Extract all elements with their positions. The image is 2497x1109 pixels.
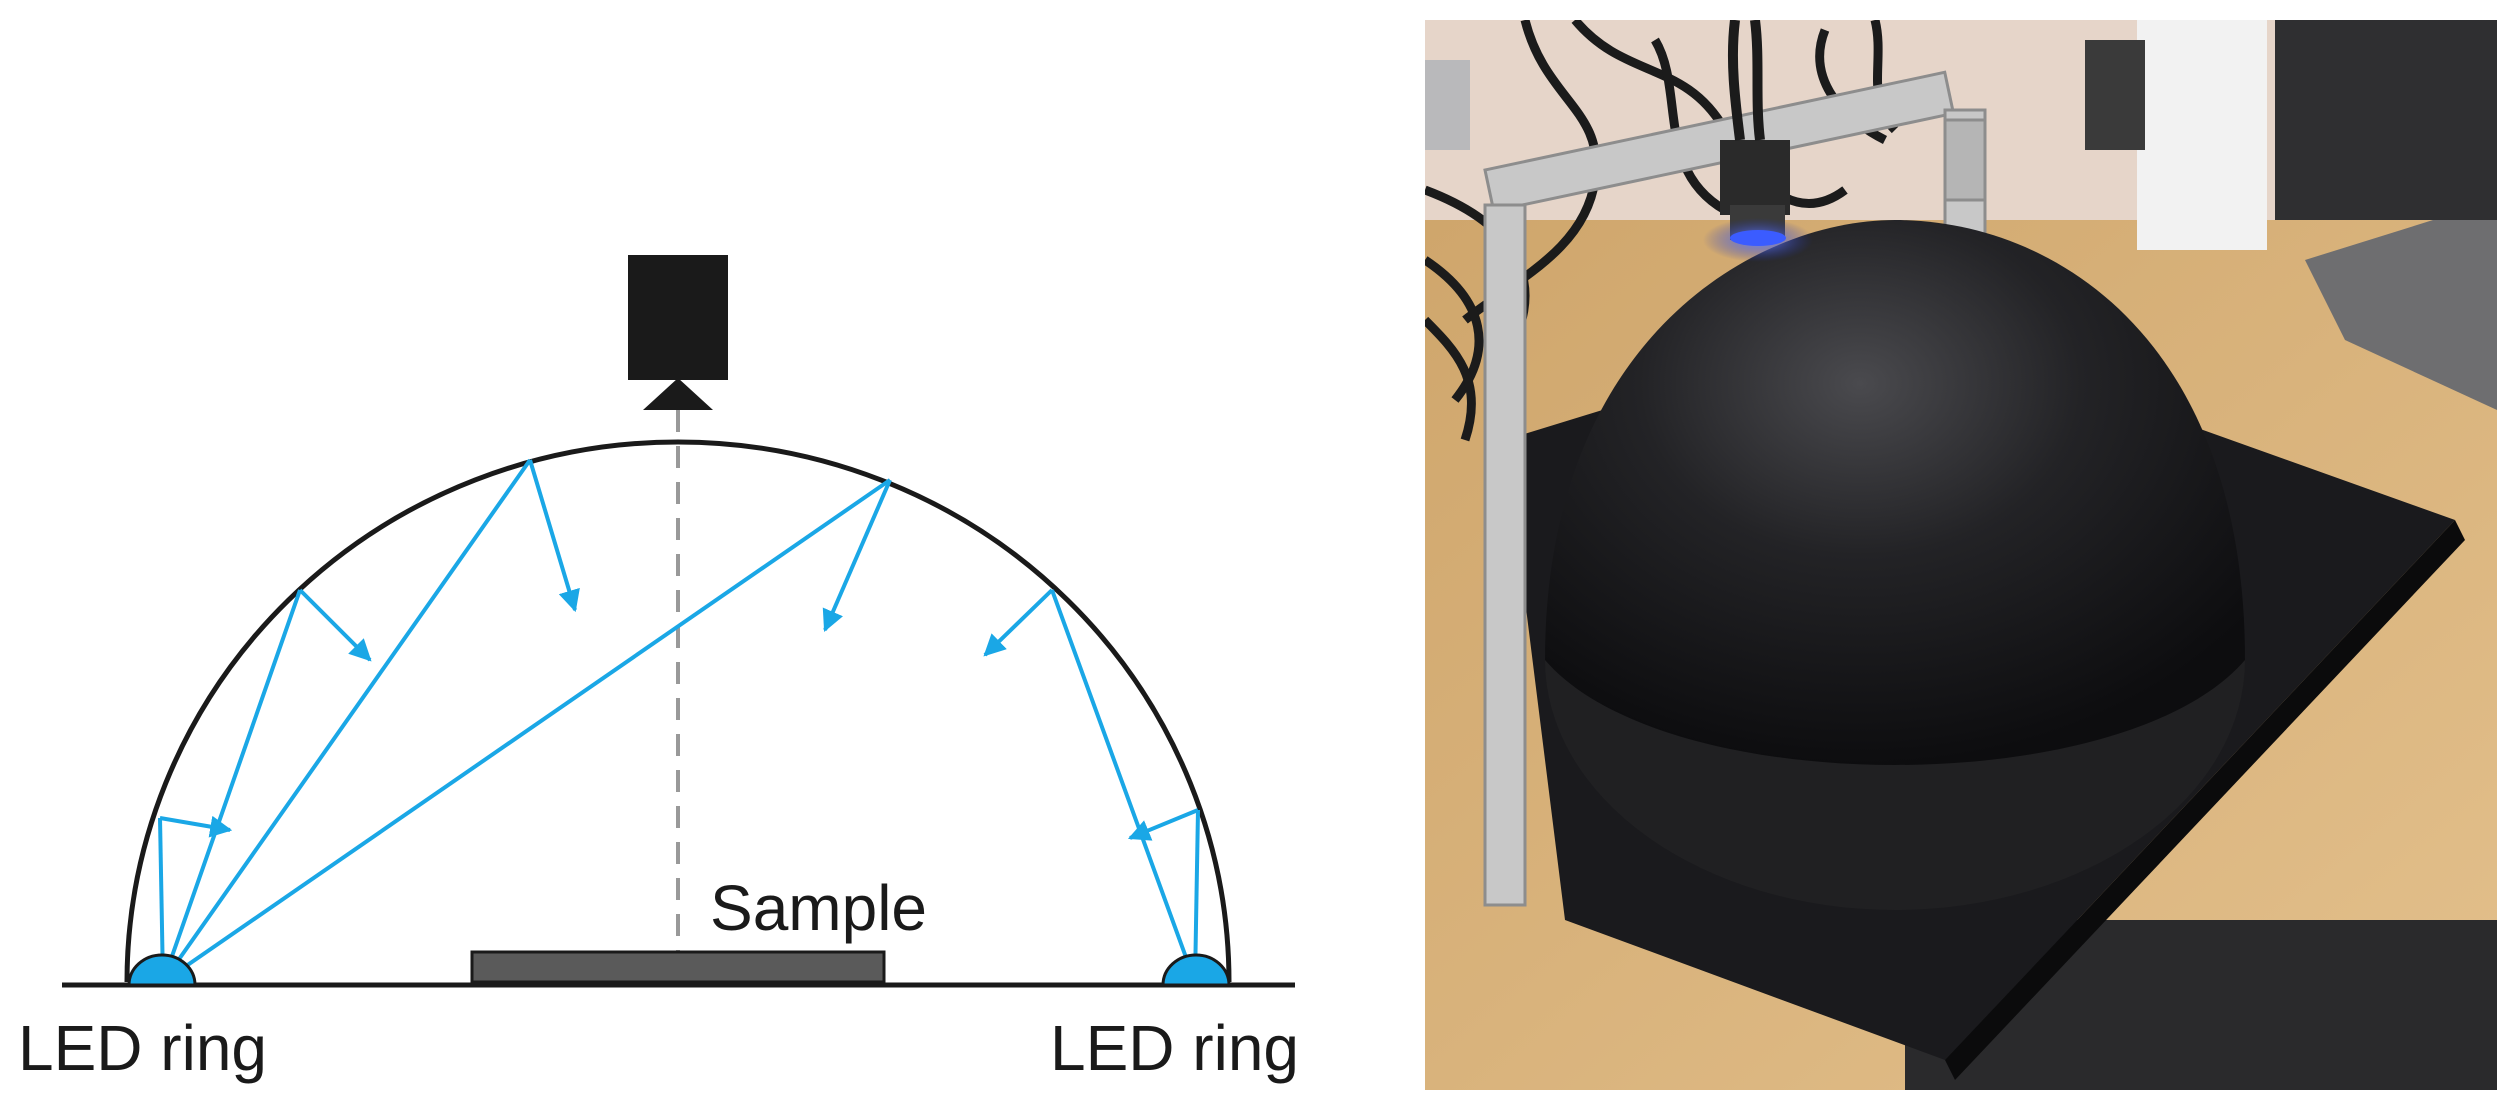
- setup-photo: [1425, 20, 2497, 1090]
- sample-plate: [470, 950, 886, 984]
- camera-body: [628, 255, 728, 380]
- dome-lighting-diagram: Sample LED ring LED ring: [18, 255, 1299, 1084]
- photo-tray: [2305, 200, 2497, 410]
- led-ring-left: [127, 953, 197, 987]
- led-ring-right: [1161, 953, 1231, 987]
- led-ring-right-label: LED ring: [1050, 1012, 1299, 1084]
- photo-gray-box: [1425, 60, 1470, 150]
- sample-label: Sample: [710, 872, 927, 944]
- led-ring-left-label: LED ring: [18, 1012, 267, 1084]
- photo-camera: [1720, 140, 1790, 215]
- camera-lens: [643, 378, 713, 410]
- dome-outline: [124, 439, 1232, 983]
- photo-white-box: [2137, 20, 2267, 250]
- photo-dome: [1545, 220, 2245, 765]
- light-rays: [158, 458, 1200, 984]
